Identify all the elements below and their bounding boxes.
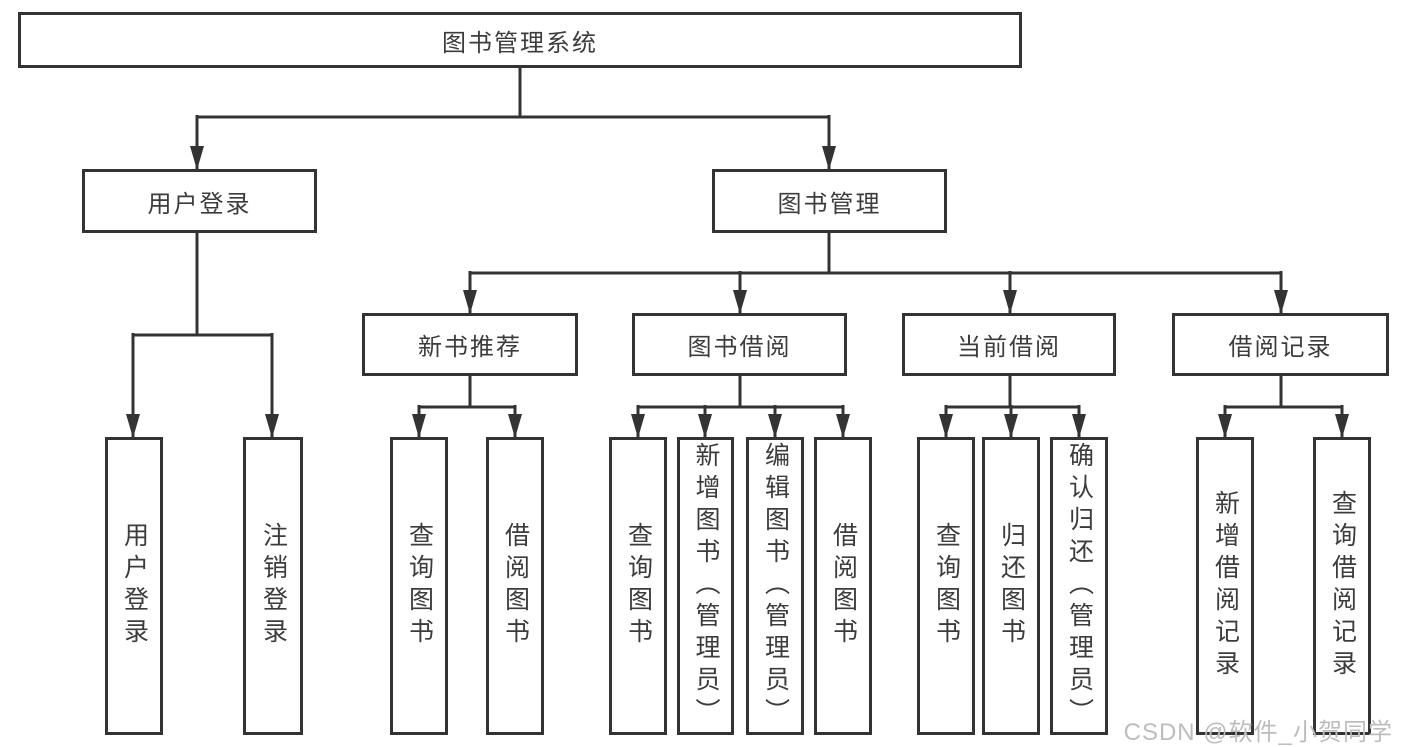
section-node-label: 借阅记录 xyxy=(1228,334,1333,361)
leaf-node-label: 编辑图书（管理员） xyxy=(761,442,790,730)
branch-node-user-login: 用户登录 xyxy=(82,169,317,233)
leaf-node-query-books: 查询图书 xyxy=(609,437,667,735)
leaf-node-borrow-books: 借阅图书 xyxy=(486,437,544,735)
leaf-node-return-books: 归还图书 xyxy=(982,437,1040,735)
leaf-node-label: 归还图书 xyxy=(997,522,1026,650)
leaf-node-label: 借阅图书 xyxy=(501,522,530,650)
section-node-book-borrowing: 图书借阅 xyxy=(632,313,847,376)
leaf-node-query-books: 查询图书 xyxy=(390,437,448,735)
leaf-node-edit-books-admin: 编辑图书（管理员） xyxy=(746,437,804,735)
leaf-node-label: 查询图书 xyxy=(405,522,434,650)
leaf-node-label: 查询借阅记录 xyxy=(1328,490,1357,682)
branch-node-label: 图书管理 xyxy=(777,190,882,218)
leaf-node-query-books: 查询图书 xyxy=(917,437,975,735)
leaf-node-label: 注销登录 xyxy=(259,522,288,650)
leaf-node-label: 新增图书（管理员） xyxy=(692,442,720,730)
branch-node-label: 用户登录 xyxy=(147,190,252,218)
leaf-node-label: 查询图书 xyxy=(932,522,961,650)
root-node-library-system: 图书管理系统 xyxy=(18,12,1022,68)
section-node-label: 新书推荐 xyxy=(418,334,522,361)
section-node-label: 图书借阅 xyxy=(687,334,792,361)
section-node-label: 当前借阅 xyxy=(957,334,1061,361)
leaf-node-query-borrow-record: 查询借阅记录 xyxy=(1313,437,1371,735)
csdn-watermark: CSDN @软件_小贺同学 xyxy=(1123,719,1393,746)
leaf-node-label: 确认归还（管理员） xyxy=(1065,442,1094,730)
section-node-current-borrowing: 当前借阅 xyxy=(902,313,1116,376)
leaf-node-add-borrow-record: 新增借阅记录 xyxy=(1196,437,1254,735)
leaf-node-user-login: 用户登录 xyxy=(105,437,163,735)
leaf-node-label: 借阅图书 xyxy=(829,522,858,650)
section-node-new-book-recommend: 新书推荐 xyxy=(362,313,578,376)
leaf-node-label: 新增借阅记录 xyxy=(1211,490,1240,682)
leaf-node-confirm-return-admin: 确认归还（管理员） xyxy=(1050,437,1108,735)
leaf-node-label: 用户登录 xyxy=(120,522,149,650)
leaf-node-logout: 注销登录 xyxy=(243,437,303,735)
leaf-node-label: 查询图书 xyxy=(624,522,653,650)
section-node-borrow-records: 借阅记录 xyxy=(1172,313,1389,376)
leaf-node-borrow-books: 借阅图书 xyxy=(814,437,872,735)
root-node-label: 图书管理系统 xyxy=(442,29,598,57)
leaf-node-add-books-admin: 新增图书（管理员） xyxy=(677,437,734,735)
branch-node-book-management: 图书管理 xyxy=(712,169,947,233)
